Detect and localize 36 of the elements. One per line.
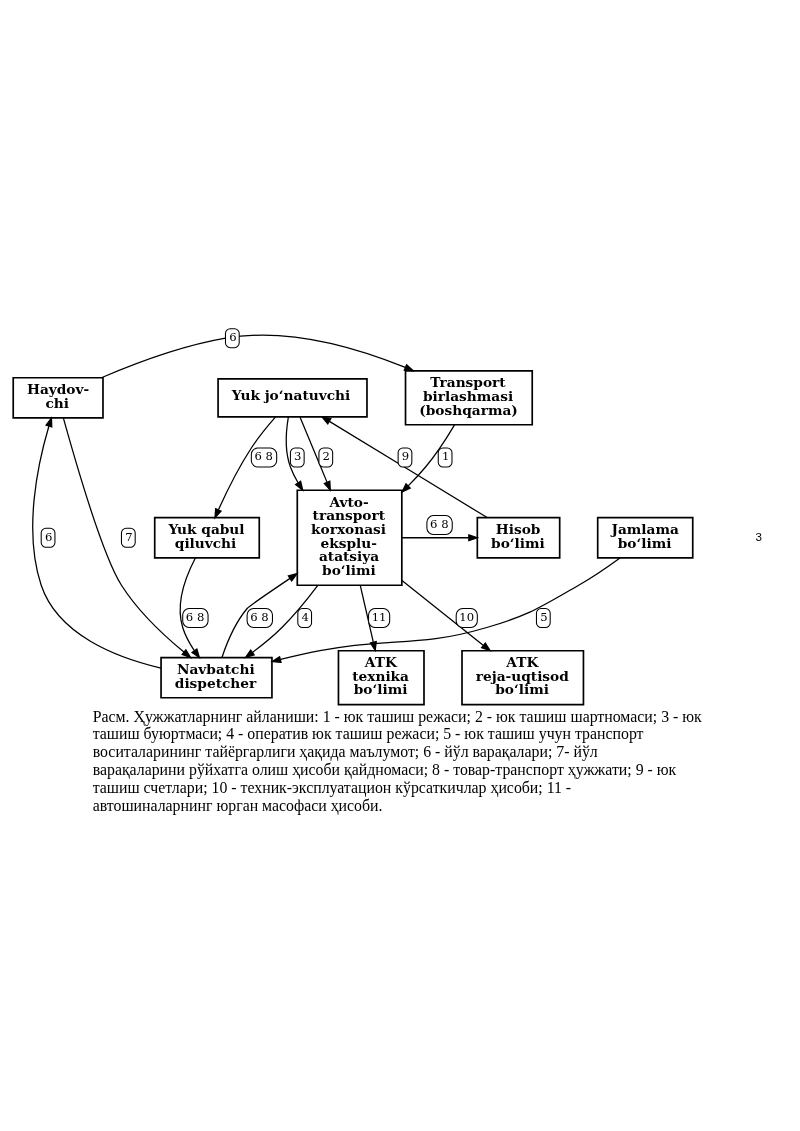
node-box: Hisob bo‘limi bbox=[475, 516, 561, 559]
edge-label: 6 8 bbox=[185, 609, 204, 624]
edge-label: 10 bbox=[458, 609, 474, 624]
edge-label: 11 bbox=[371, 609, 387, 624]
caption: Расм. Ҳужжатларнинг айланиши: 1 - юк ташиш режаси; 2 - юк ташиш шартномаси; 3 - юк ташиш буюртмаси; 4 - оператив юк ташиш режаси; 5 - юк ташиш учун транспорт воситаларининг тайёргарлиги ҳақида маълумот; 6 - йўл варақалари; 7- йўл варақаларини рўйхатга олиш ҳисоби қайдномаси; 8 - товар-транспорт ҳужжати; 9 - юк ташиш счетлари; 10 - техник-эксплуатацион кўрсаткичлар ҳисоби; 11 - автошиналарнинг юрган масофаси ҳисоби. bbox=[92, 706, 702, 814]
arrow bbox=[62, 416, 192, 659]
node-box: Haydov- chi bbox=[11, 376, 104, 419]
label: 3 bbox=[755, 529, 762, 543]
edge-label: 7 bbox=[124, 529, 133, 544]
node-box: Jamlama bo‘limi bbox=[596, 516, 694, 559]
arrow bbox=[359, 584, 377, 652]
arrow bbox=[400, 533, 479, 542]
edge-label: 1 bbox=[441, 448, 449, 463]
edge-label: 6 8 bbox=[429, 516, 449, 531]
edge-label: 6 8 bbox=[254, 448, 273, 463]
node-box: Yuk qabul qiluvchi bbox=[153, 516, 260, 559]
edge-label: 9 bbox=[401, 448, 409, 463]
edge-label: 4 bbox=[301, 609, 309, 624]
node-box: Transport birlashmasi (boshqarma) bbox=[404, 369, 533, 426]
arrow bbox=[269, 556, 621, 663]
edge-label: 5 bbox=[539, 609, 548, 624]
node-box: Navbatchi dispetcher bbox=[159, 656, 273, 699]
node-box: ATK reja-uqtisod bo‘limi bbox=[460, 649, 584, 705]
edge-label: 3 bbox=[293, 448, 301, 463]
arrow bbox=[400, 579, 492, 652]
edge-label: 6 bbox=[44, 529, 52, 544]
node-box: Yuk jo‘natuvchi bbox=[216, 377, 368, 418]
edge-label: 6 bbox=[228, 329, 237, 344]
node-box: ATK texnika bo‘limi bbox=[337, 649, 425, 705]
arrow bbox=[100, 334, 415, 378]
node-box: Avto- transport korxonasi eksplu- atatsiya bo‘limi bbox=[295, 488, 403, 586]
edge-label: 6 8 bbox=[249, 609, 269, 624]
edge-label: 2 bbox=[322, 448, 330, 463]
arrow bbox=[220, 572, 299, 658]
arrow bbox=[179, 556, 200, 659]
arrow bbox=[31, 415, 162, 669]
